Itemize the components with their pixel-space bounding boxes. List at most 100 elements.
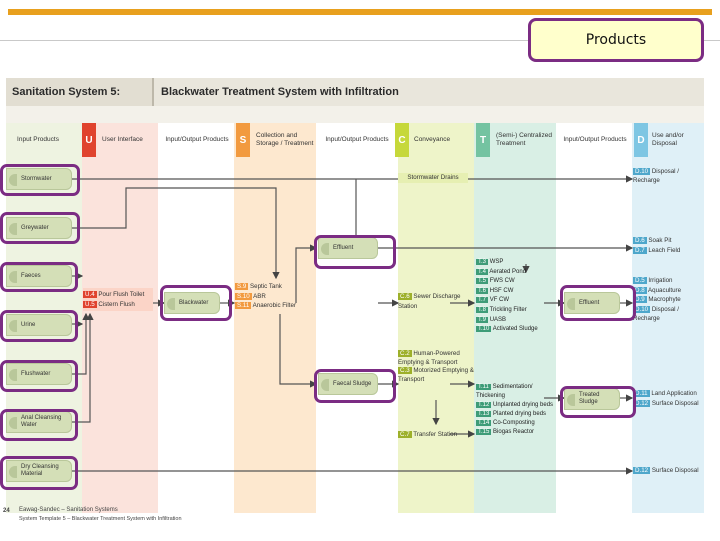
disposal-d11: D.11 Land Application: [633, 390, 697, 397]
treatment-label: Biogas Reactor: [493, 429, 535, 435]
collection-s10: S.10 ABR: [235, 292, 266, 300]
footer-caption: System Template 5 – Blackwater Treatment…: [19, 516, 182, 522]
disposal-d5: D.5 Irrigation: [633, 277, 673, 284]
collection-box: S.9 Septic Tank S.10 ABR S.11 Anaerobic …: [235, 282, 313, 311]
conveyance-column: [398, 123, 474, 513]
header-io-1: Input/Output Products: [165, 135, 229, 143]
ui-item-u4: U.4 Pour Flush Toilet: [83, 291, 145, 298]
treatment-item: T.7 VF CW: [476, 296, 554, 306]
disposal-d10-top: D.10 Disposal / Recharge: [633, 168, 679, 184]
collection-s9: S.9 Septic Tank: [235, 283, 282, 290]
highlight-dry-cleansing: [0, 456, 78, 490]
highlight-faeces: [0, 262, 78, 292]
treatment-code: T.13: [476, 411, 492, 417]
disposal-d12: D.12 Surface Disposal: [633, 399, 699, 407]
input-faeces: Faeces: [6, 265, 72, 287]
disposal-reuse: D.5 Irrigation D.8 Aquaculture D.9 Macro…: [633, 276, 703, 324]
treatment-code: T.10: [476, 326, 492, 333]
badge-s: S: [236, 123, 250, 157]
user-interface-box: U.4 Pour Flush Toilet U.5 Cistern Flush: [83, 288, 153, 312]
input-flushwater: Flushwater: [6, 363, 72, 385]
treatment-code: T.4: [476, 268, 489, 275]
treatment-label: Planted drying beds: [493, 411, 547, 417]
slide-frame: [0, 40, 720, 541]
footer-source: Eawag-Sandec – Sanitation Systems: [19, 507, 118, 513]
treatment-label: UASB: [489, 316, 507, 323]
header-treatment: (Semi-) Centralized Treatment: [496, 131, 552, 147]
highlight-anal-cleansing: [0, 409, 78, 441]
highlight-effluent-out: [560, 285, 636, 321]
treatment-item: T.4 Aerated Pond: [476, 268, 554, 278]
io-column-2: [316, 123, 398, 513]
treatment-code: T.3: [476, 259, 489, 265]
disposal-d10-mid: D.10 Disposal / Recharge: [633, 305, 679, 323]
conveyance-c3: C.3 Motorized Emptying & Transport: [398, 367, 474, 384]
treatment-item: T.8 Trickling Filter: [476, 306, 554, 316]
system-label: Sanitation System 5:: [6, 78, 154, 106]
disposal-column: [632, 123, 704, 513]
treatment-item: T.12 Unplanted drying beds: [476, 401, 554, 410]
diagram-title-bar: Sanitation System 5: Blackwater Treatmen…: [6, 78, 704, 106]
conveyance-c2-c3: C.2 Human-Powered Emptying & Transport C…: [398, 350, 474, 385]
treatment-item: T.13 Planted drying beds: [476, 410, 554, 419]
product-faecal-sludge: Faecal Sludge: [318, 373, 378, 395]
input-greywater: Greywater: [6, 217, 72, 239]
disposal-d6: D.6 Soak Pit: [633, 237, 672, 244]
conveyance-c6: C.6 Sewer Discharge Station: [398, 293, 461, 310]
treatment-item: T.11 Sedimentation/ Thickening: [476, 383, 554, 401]
sanitation-system-diagram: Sanitation System 5: Blackwater Treatmen…: [6, 78, 704, 513]
highlight-faecal-sludge: [314, 369, 396, 403]
highlight-greywater: [0, 212, 80, 244]
badge-c: C: [395, 123, 409, 157]
treatment-code: T.12: [476, 402, 492, 408]
treatment-item: T.15 Biogas Reactor: [476, 428, 554, 437]
treatment-label: HSF CW: [489, 287, 514, 294]
ui-item-u5: U.5 Cistern Flush: [83, 300, 135, 308]
header-user-interface: User Interface: [102, 135, 143, 143]
system-title: Blackwater Treatment System with Infiltr…: [161, 86, 399, 98]
treatment-item: T.10 Activated Sludge: [476, 325, 554, 335]
treatment-label: Sedimentation/ Thickening: [476, 384, 533, 399]
top-accent-bar: [8, 9, 712, 15]
product-effluent-mid: Effluent: [318, 237, 378, 259]
treatment-code: T.11: [476, 384, 491, 390]
treatment-item: T.9 UASB: [476, 316, 554, 326]
treatment-code: T.15: [476, 429, 492, 435]
header-input-products: Input Products: [17, 135, 59, 143]
header-collection: Collection and Storage / Treatment: [256, 131, 314, 147]
treatment-code: T.9: [476, 316, 489, 323]
treatment-label: Unplanted drying beds: [493, 402, 554, 408]
conveyance-c7: C.7 Transfer Station: [398, 431, 458, 438]
flow-arrows: [72, 175, 634, 475]
stormwater-drains-box: Stormwater Drains: [398, 173, 468, 183]
product-treated-sludge: Treated Sludge: [564, 388, 620, 410]
page-number: 24: [3, 508, 10, 514]
highlight-blackwater: [160, 285, 232, 321]
products-callout: Products: [528, 18, 704, 62]
treatment-item: T.3 WSP: [476, 258, 554, 268]
header-io-3: Input/Output Products: [563, 135, 627, 143]
input-urine: Urine: [6, 314, 72, 336]
treatment-label: Aerated Pond: [489, 268, 527, 275]
treatment-label: Co-Composting: [493, 420, 535, 426]
input-dry-cleansing-material: Dry Cleansing Material: [6, 460, 72, 482]
highlight-urine: [0, 310, 78, 342]
highlight-stormwater: [0, 164, 80, 196]
treatment-label: FWS CW: [489, 278, 515, 285]
product-blackwater: Blackwater: [164, 292, 220, 314]
treatment-code: T.5: [476, 278, 489, 285]
badge-u: U: [82, 123, 96, 157]
treatment-item: T.5 FWS CW: [476, 277, 554, 287]
header-disposal: Use and/or Disposal: [652, 131, 684, 147]
product-effluent-out: Effluent: [564, 292, 620, 314]
treatment-label: Trickling Filter: [489, 306, 527, 313]
badge-d: D: [634, 123, 648, 157]
treatment-code: T.6: [476, 287, 489, 294]
disposal-d8: D.8 Aquaculture: [633, 286, 682, 294]
highlight-effluent-mid: [314, 235, 396, 269]
treatment-code: T.14: [476, 420, 492, 426]
disposal-d7: D.7 Leach Field: [633, 246, 681, 254]
header-io-2: Input/Output Products: [325, 135, 389, 143]
